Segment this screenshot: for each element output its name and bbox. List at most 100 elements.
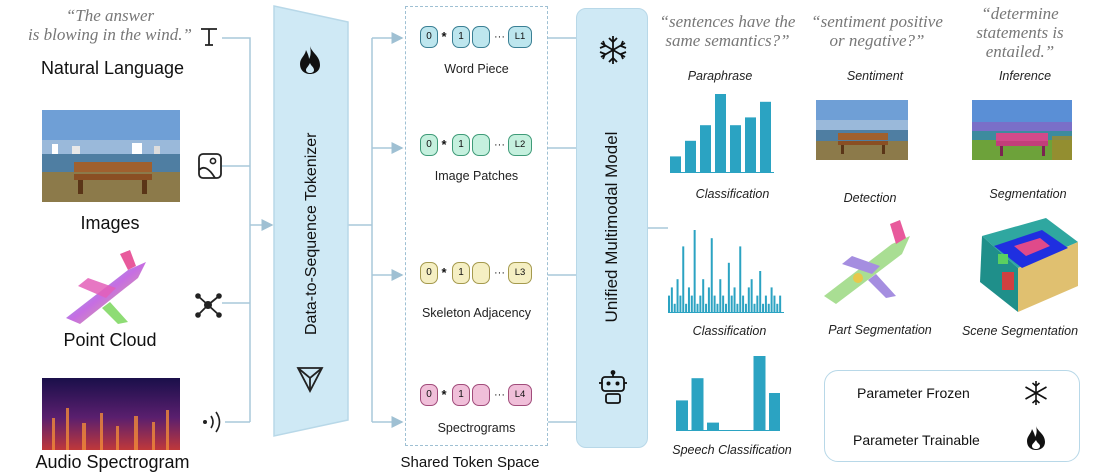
chart-bar <box>756 295 759 312</box>
chart-bar <box>727 262 730 312</box>
chart-bar <box>691 378 704 430</box>
chart-bar <box>722 295 725 312</box>
token-last: L2 <box>508 134 532 156</box>
chart-bar <box>767 303 770 312</box>
chart-bar <box>744 303 747 312</box>
token-dots: ··· <box>494 267 505 279</box>
chart-bar <box>769 393 780 430</box>
chart-bar <box>687 287 690 312</box>
sentiment-quote: “sentiment positive or negative?” <box>811 12 943 50</box>
chart-bar <box>736 303 739 312</box>
spectrograms-label: Spectrograms <box>437 421 516 435</box>
chart-bar <box>739 246 742 312</box>
token-second: 1 <box>452 26 470 48</box>
chart-bar <box>676 279 679 312</box>
robot-icon <box>599 370 627 404</box>
token-first: 0 <box>420 26 438 48</box>
chart-bar <box>693 230 696 312</box>
tokenizer-block <box>273 5 349 437</box>
token-dots: ··· <box>494 31 505 43</box>
airplane-point-cloud <box>66 250 146 324</box>
classification-label-1: Classification <box>695 187 770 201</box>
chart-bar <box>759 271 762 312</box>
chart-bar <box>773 295 776 312</box>
token-blank <box>472 262 490 284</box>
inference-quote: “determine statements is entailed.” <box>976 4 1064 61</box>
sentiment-photo <box>816 100 908 160</box>
token-row-spectrograms: 0 * 1 ··· L4 <box>420 384 540 408</box>
chart-bar <box>770 287 773 312</box>
chart-bar <box>715 94 726 172</box>
token-blank <box>472 26 490 48</box>
token-blank <box>472 134 490 156</box>
model-label: Unified Multimodal Model <box>602 131 621 323</box>
chart-bar <box>707 422 719 430</box>
token-last: L4 <box>508 384 532 406</box>
skeleton-adjacency-label: Skeleton Adjacency <box>421 306 532 320</box>
word-piece-label: Word Piece <box>444 62 509 76</box>
flame-icon <box>1027 426 1045 450</box>
token-first: 0 <box>420 134 438 156</box>
chart-bar <box>676 400 688 430</box>
audio-spectrogram-label: Audio Spectrogram <box>35 452 190 472</box>
chart-bar <box>707 287 710 312</box>
chart-bar <box>682 246 685 312</box>
point-cloud-bar-chart <box>668 230 784 313</box>
chart-bar <box>668 295 670 312</box>
chart-bar <box>745 117 756 172</box>
chart-bar <box>730 125 741 172</box>
snowflake-icon <box>1025 381 1047 405</box>
part-segmentation-airplane <box>824 220 910 304</box>
input-quote: “The answer is blowing in the wind.” <box>28 6 192 44</box>
spectrogram-image <box>42 378 180 450</box>
chart-bar <box>753 303 756 312</box>
text-cursor-icon <box>201 28 217 46</box>
token-space-box <box>405 6 548 446</box>
scene-segmentation-room <box>980 218 1078 312</box>
token-last: L3 <box>508 262 532 284</box>
detection-label: Detection <box>843 191 897 205</box>
chart-bar <box>779 295 782 312</box>
image-patches-label: Image Patches <box>434 169 519 183</box>
token-row-skeleton: 0 * 1 ··· L3 <box>420 262 540 286</box>
speech-classification-label: Speech Classification <box>672 443 792 457</box>
tokenizer-label: Data-to-Sequence Tokenizer <box>303 132 320 336</box>
chart-bar <box>700 125 711 172</box>
chart-bar <box>685 140 696 172</box>
token-blank <box>472 384 490 406</box>
chart-bar <box>730 295 733 312</box>
point-cloud-label: Point Cloud <box>63 330 157 350</box>
chart-bar <box>750 279 753 312</box>
flame-icon <box>300 46 320 74</box>
chart-bar <box>760 101 771 172</box>
token-row-image-patches: 0 * 1 ··· L2 <box>420 134 540 158</box>
chart-bar <box>733 287 736 312</box>
chart-bar <box>705 303 708 312</box>
part-segmentation-label: Part Segmentation <box>828 323 932 337</box>
chart-bar <box>716 303 719 312</box>
speech-bar-chart <box>676 356 780 431</box>
inference-label: Inference <box>998 69 1052 83</box>
segmentation-photo <box>972 100 1072 160</box>
chart-bar <box>679 295 682 312</box>
legend-box <box>824 370 1080 462</box>
chart-bar <box>673 303 676 312</box>
snowflake-icon <box>599 36 627 64</box>
chart-bar <box>696 303 699 312</box>
token-last: L1 <box>508 26 532 48</box>
token-second: 1 <box>452 134 470 156</box>
chart-bar <box>699 295 702 312</box>
chart-bar <box>776 303 779 312</box>
classification-label-2: Classification <box>692 324 767 338</box>
chart-bar <box>747 287 750 312</box>
token-first: 0 <box>420 262 438 284</box>
token-row-word-piece: 0 * 1 ··· L1 <box>420 26 540 50</box>
chart-bar <box>725 303 727 312</box>
token-first: 0 <box>420 384 438 406</box>
chart-bar <box>742 295 745 312</box>
chart-bar <box>713 295 716 312</box>
token-dots: ··· <box>494 139 505 151</box>
paraphrase-bar-chart <box>670 94 774 173</box>
image-icon <box>198 153 222 179</box>
